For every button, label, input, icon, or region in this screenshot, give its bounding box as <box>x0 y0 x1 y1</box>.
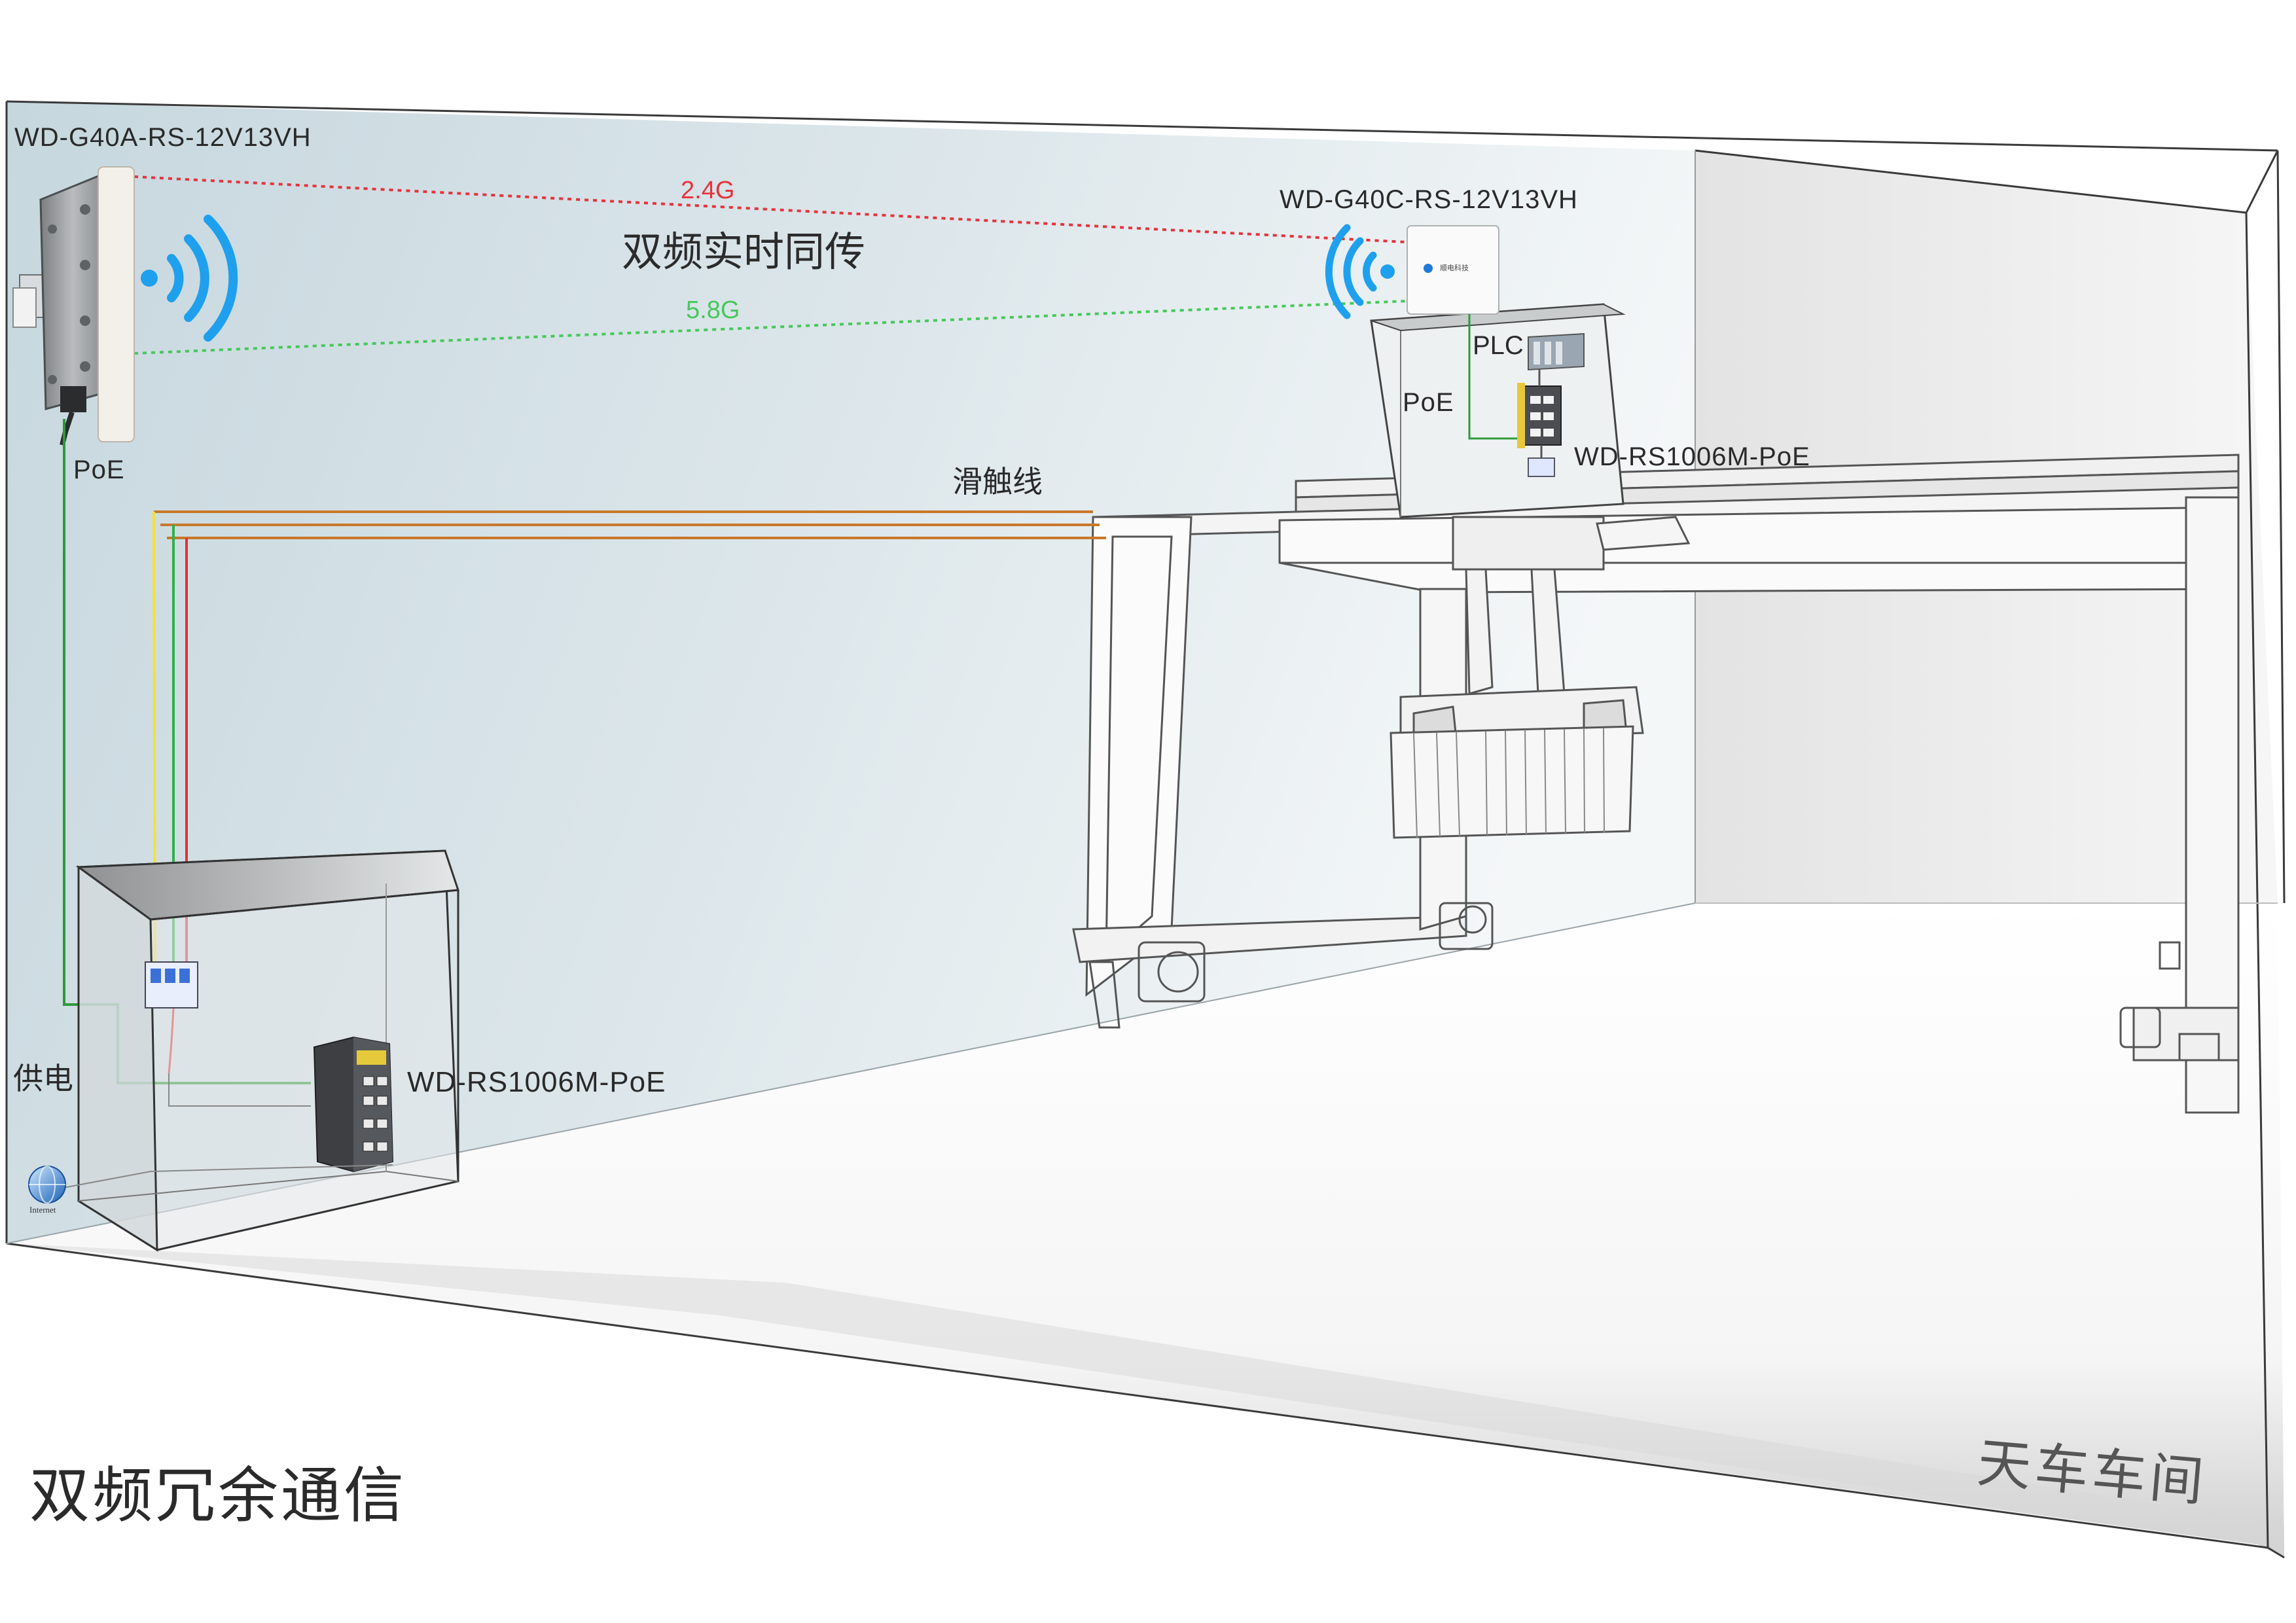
left-outdoor-ap <box>12 166 135 446</box>
main-title: 双频冗余通信 <box>29 1463 407 1529</box>
sliding-contact-lines <box>154 510 1106 539</box>
poe-cable-right <box>1468 314 1517 440</box>
wifi-icon <box>141 215 238 342</box>
switch-left <box>313 1036 394 1173</box>
gantry-crane <box>1072 454 2240 1114</box>
ap-right-model-label: WD-G40C-RS-12V13VH <box>1280 185 1578 214</box>
sliding-line-label: 滑触线 <box>952 465 1043 499</box>
internet-globe-icon <box>28 1166 66 1204</box>
switch-right-model-label: WD-RS1006M-PoE <box>1574 442 1810 471</box>
floor <box>7 903 2284 1558</box>
power-wire-left <box>168 1073 311 1107</box>
circuit-breaker-right <box>1528 457 1555 477</box>
circuit-breaker-left <box>145 961 198 1008</box>
freq-5-8g-label: 5.8G <box>686 296 740 324</box>
switch-right <box>1517 383 1562 448</box>
power-supply-label: 供电 <box>13 1061 73 1096</box>
internet-cable <box>45 1164 393 1192</box>
poe-left-label: PoE <box>73 455 125 484</box>
right-indoor-ap <box>1407 225 1499 315</box>
poe-right-label: PoE <box>1403 388 1454 417</box>
internet-label: Internet <box>29 1205 56 1215</box>
plc-device <box>1528 332 1585 371</box>
switch-left-model-label: WD-RS1006M-PoE <box>407 1066 666 1098</box>
ap-left-model-label: WD-G40A-RS-12V13VH <box>14 123 312 152</box>
wifi-icon-right <box>1325 224 1395 319</box>
plc-label: PLC <box>1473 331 1524 360</box>
room-edges <box>5 100 2286 1559</box>
ap-brand-label: 顺电科技 <box>1440 263 1469 272</box>
left-cabinet <box>75 849 460 1252</box>
dual-freq-realtime-label: 双频实时同传 <box>622 230 866 275</box>
freq-2-4g-label: 2.4G <box>681 177 735 204</box>
